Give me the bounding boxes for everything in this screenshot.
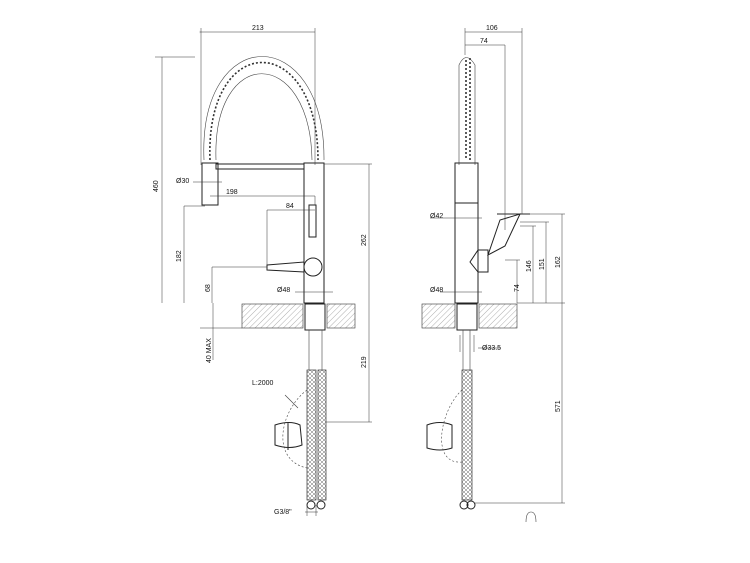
lever-side: [487, 213, 530, 257]
mixer-side: [469, 249, 489, 273]
dim-74-depth: 74: [480, 38, 488, 45]
dim-151: 151: [539, 258, 546, 270]
dim-571: 571: [555, 400, 562, 412]
dim-213: 213: [252, 25, 264, 32]
dim-146: 146: [526, 260, 533, 272]
front-view: 213 460 262 182 68 198 84 Ø30 Ø48 40 MAX…: [153, 25, 372, 516]
shank-side: [456, 303, 478, 331]
hose-side: [461, 369, 473, 501]
dim-body-dia: Ø42: [430, 213, 443, 220]
mixer-knob: [303, 257, 323, 277]
dim-base-dia: Ø48: [277, 287, 290, 294]
dim-182: 182: [176, 250, 183, 262]
dim-84: 84: [286, 203, 294, 210]
shank: [304, 303, 326, 331]
dim-198: 198: [226, 189, 238, 196]
dim-68: 68: [205, 284, 212, 292]
dim-shank-dia: Ø33.5: [482, 345, 501, 352]
clamp-side: [426, 422, 453, 451]
faucet-body: [303, 162, 325, 304]
dim-106: 106: [486, 25, 498, 32]
spring-hose-side: [465, 58, 471, 160]
dim-40-max: 40 MAX: [206, 338, 213, 363]
spring-hose: [209, 61, 319, 161]
countertop-side: [421, 303, 456, 329]
countertop: [241, 303, 304, 329]
connection-label: G3/8": [274, 509, 292, 516]
dim-262: 262: [361, 234, 368, 246]
hose-left: [306, 369, 317, 501]
dim-460: 460: [153, 180, 160, 192]
hose-length-label: L:2000: [252, 380, 274, 387]
symbol-icon: [525, 511, 537, 523]
hose-right: [317, 369, 327, 501]
spout-arm: [215, 163, 305, 170]
faucet-body-side: [454, 162, 479, 304]
dim-74-height: 74: [514, 284, 521, 292]
dim-base-dia-side: Ø48: [430, 287, 443, 294]
side-view: 106 74 Ø42 Ø48 Ø33.5 74 146 151 162 571: [421, 25, 565, 523]
dim-219: 219: [361, 356, 368, 368]
clamp: [274, 422, 303, 450]
dim-162: 162: [555, 256, 562, 268]
dim-spray-dia: Ø30: [176, 178, 189, 185]
spray-head-side: [454, 162, 479, 204]
spray-head: [201, 162, 219, 206]
lever-handle: [266, 261, 305, 273]
